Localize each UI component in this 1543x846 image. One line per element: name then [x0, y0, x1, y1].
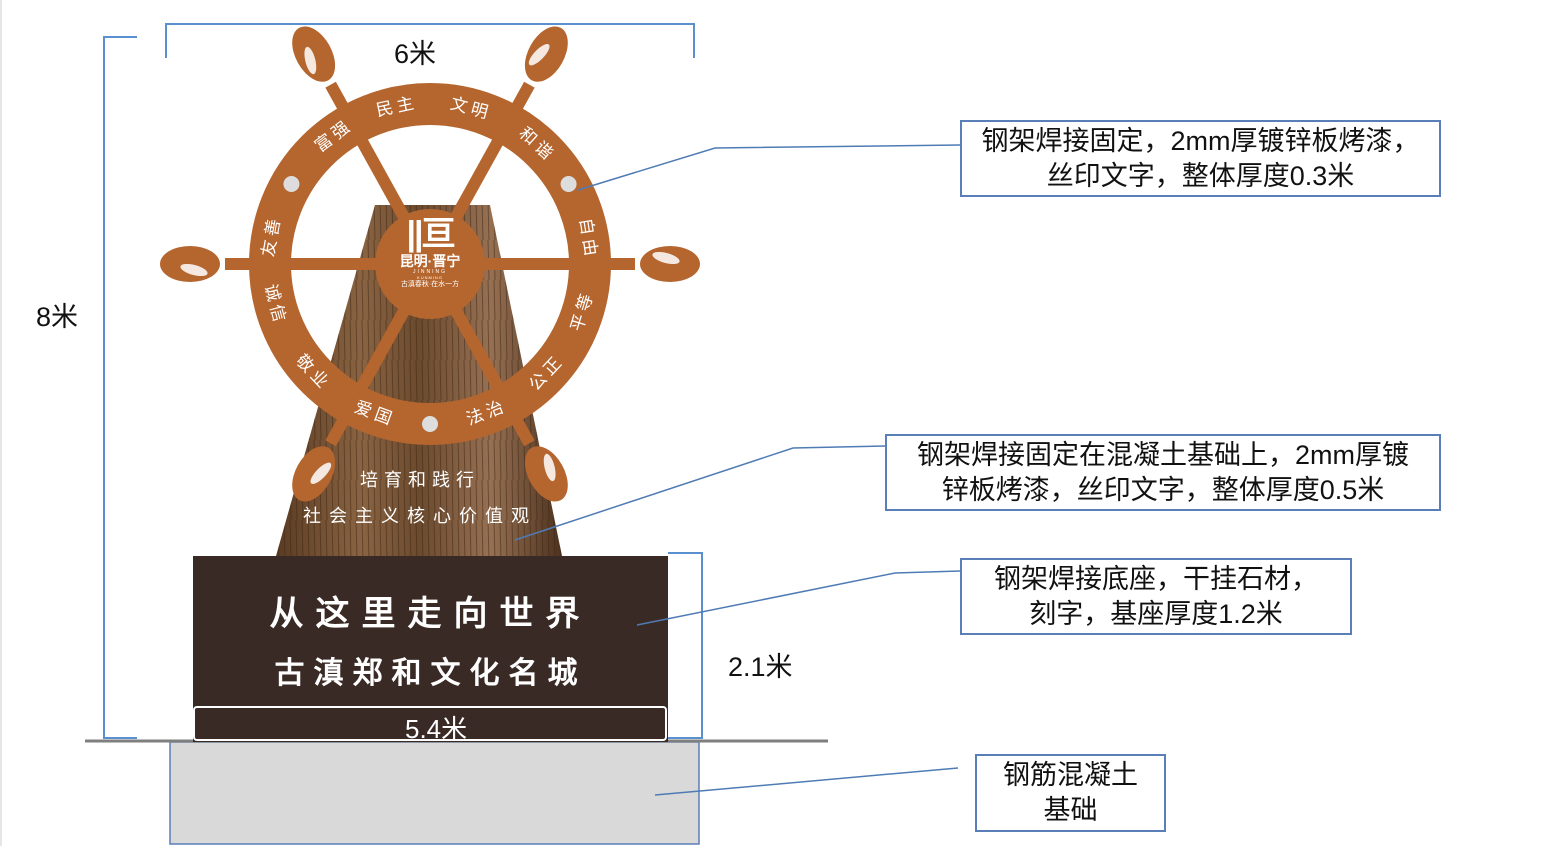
- dim-base-width: 5.4米: [405, 714, 468, 744]
- callout-foundation: 钢筋混凝土 基础: [975, 754, 1166, 832]
- callout-lines: [514, 144, 961, 796]
- callout-text: 丝印文字，整体厚度0.3米: [1046, 161, 1355, 191]
- logo-glyph-icon: ||亘: [406, 215, 455, 253]
- logo-title: 昆明·晋宁: [399, 253, 461, 269]
- callout-trunk: 钢架焊接固定在混凝土基础上，2mm厚镀 锌板烤漆，丝印文字，整体厚度0.5米: [885, 434, 1441, 511]
- callout-text: 锌板烤漆，丝印文字，整体厚度0.5米: [941, 475, 1385, 505]
- callout-text: 基础: [1043, 795, 1098, 825]
- wheel-handle: [524, 26, 568, 82]
- logo-pinyin-sub: KUNMING: [417, 275, 443, 280]
- handle-highlight: [304, 46, 317, 75]
- dim-width-top: 6米: [394, 39, 437, 69]
- callout-text: 刻字，基座厚度1.2米: [1029, 599, 1283, 629]
- ring-dot-icon: [560, 176, 577, 192]
- callout-base: 钢架焊接底座，干挂石材， 刻字，基座厚度1.2米: [960, 558, 1352, 635]
- base-plinth: [193, 706, 667, 741]
- wheel-handle: [524, 446, 568, 502]
- callout-text: 钢筋混凝土: [1003, 760, 1138, 790]
- wheel-handle: [292, 26, 336, 82]
- callout-text: 钢架焊接固定在混凝土基础上，2mm厚镀: [917, 440, 1409, 470]
- wood-trunk: [276, 205, 562, 556]
- base-text-1: 从这里走向世界: [269, 594, 592, 634]
- ship-wheel: [160, 26, 700, 502]
- dim-height-total: 8米: [36, 302, 79, 332]
- callout-text: 钢架焊接底座，干挂石材，: [994, 564, 1318, 594]
- logo-pinyin: JINNING: [413, 269, 447, 275]
- callout-wheel: 钢架焊接固定，2mm厚镀锌板烤漆， 丝印文字，整体厚度0.3米: [960, 120, 1441, 197]
- wheel-hub: [375, 209, 485, 319]
- wheel-handle: [292, 446, 336, 502]
- trunk-text-1: 培育和践行: [360, 470, 480, 491]
- dim-base-height: 2.1米: [728, 652, 793, 682]
- handle-highlight: [310, 462, 332, 484]
- logo: ||亘 昆明·晋宁 JINNING KUNMING 古滇春秋·在水一方: [380, 215, 480, 290]
- wheel-handle: [640, 246, 700, 282]
- base-text-2: 古滇郑和文化名城: [274, 656, 587, 691]
- handle-highlight: [180, 263, 208, 277]
- ring-dot-icon: [422, 416, 438, 432]
- ring-dot-icon: [283, 176, 300, 192]
- wheel-handle: [160, 246, 220, 282]
- concrete-foundation: [169, 741, 700, 845]
- handle-highlight: [652, 251, 680, 265]
- logo-slogan: 古滇春秋·在水一方: [400, 281, 460, 288]
- dimension-brackets: [103, 23, 703, 739]
- handle-highlight: [543, 453, 556, 482]
- trunk-text-2: 社会主义核心价值观: [303, 506, 537, 527]
- callout-text: 钢架焊接固定，2mm厚镀锌板烤漆，: [981, 126, 1420, 156]
- handle-highlight: [528, 44, 550, 66]
